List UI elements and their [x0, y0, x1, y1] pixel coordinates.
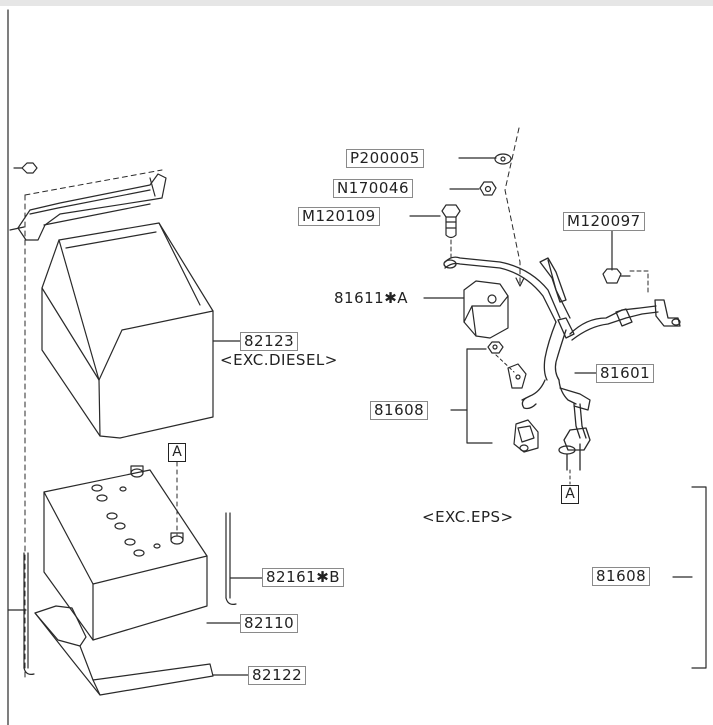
clip-group-81608 — [466, 341, 539, 453]
note-exc-diesel: <EXC.DIESEL> — [220, 351, 338, 369]
bolt-m120109 — [441, 204, 461, 239]
part-label-82123: 82123 — [240, 332, 299, 351]
wire-harness — [443, 256, 681, 471]
dash-arrowhead — [515, 277, 525, 287]
bolt-m120097 — [602, 268, 649, 293]
terminal-cover — [463, 280, 509, 339]
battery — [43, 465, 208, 641]
part-label-m120109: M120109 — [298, 207, 380, 226]
part-label-82161b: 82161✱B — [262, 568, 345, 587]
part-label-m120097: M120097 — [563, 212, 645, 231]
note-exc-eps: <EXC.EPS> — [422, 508, 514, 526]
terminal-dash — [504, 127, 521, 285]
ref-a-battery: A — [168, 443, 186, 462]
top-bar — [0, 0, 713, 6]
part-label-81608-left: 81608 — [370, 401, 429, 420]
part-label-p200005: P200005 — [346, 149, 424, 168]
clamp-nut — [21, 162, 38, 174]
left-hook-rod — [7, 552, 35, 675]
hold-down-rod — [225, 512, 237, 605]
part-label-81608-right: 81608 — [592, 567, 651, 586]
part-label-n170046: N170046 — [333, 179, 413, 198]
part-label-82122: 82122 — [248, 666, 307, 685]
part-label-81611a: 81611✱A — [334, 289, 409, 307]
part-label-82110: 82110 — [240, 614, 299, 633]
washer-p200005 — [494, 153, 512, 165]
nut-n170046 — [479, 181, 497, 196]
hold-down-bracket — [9, 162, 167, 681]
battery-tray — [34, 605, 214, 696]
part-label-81601: 81601 — [596, 364, 655, 383]
ref-a-harness: A — [561, 485, 579, 504]
battery-cover-box — [41, 222, 214, 439]
right-bracket-81608 — [691, 486, 707, 669]
